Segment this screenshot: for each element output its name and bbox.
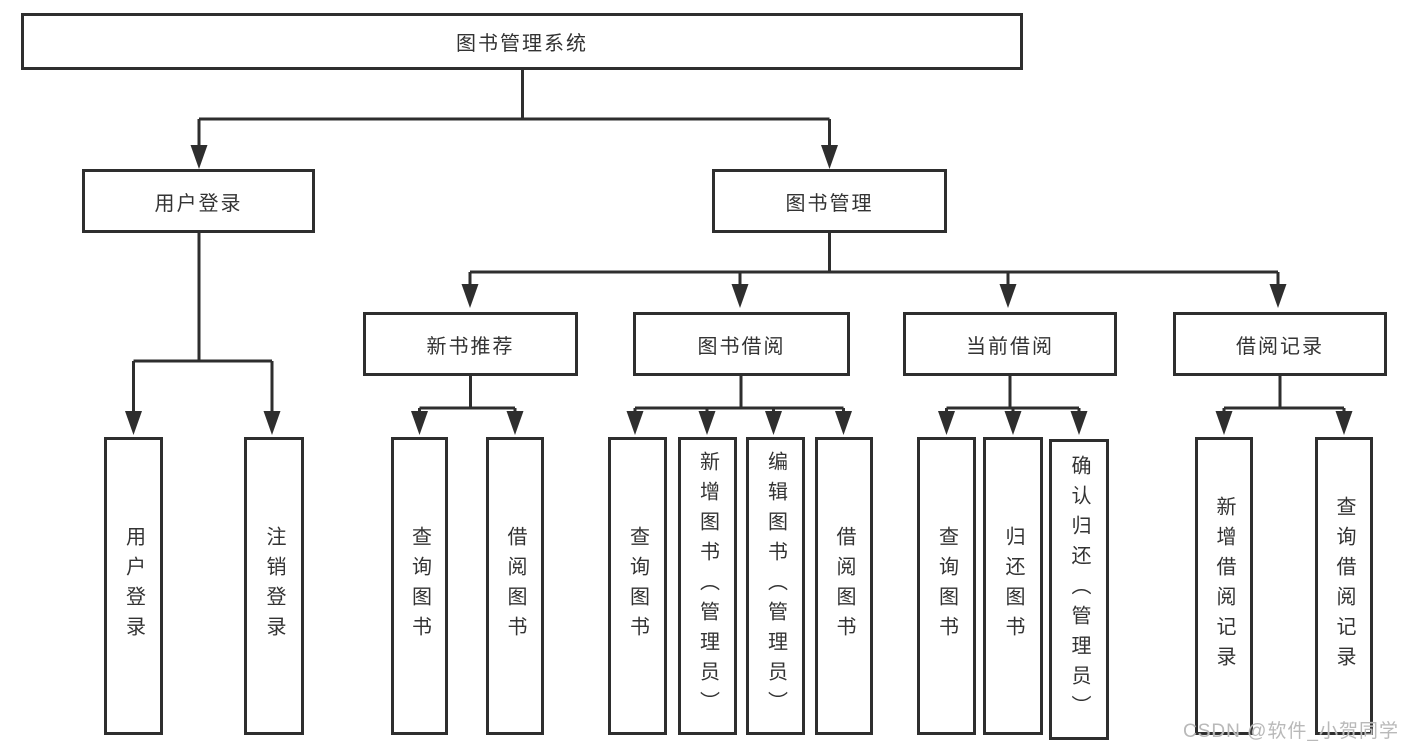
node-login: 用户登录 (104, 437, 163, 735)
node-br-query-record: 查询借阅记录 (1315, 437, 1373, 735)
node-system: 图书管理系统 (21, 13, 1023, 70)
node-bb-add-book: 新增图书（管理员） (678, 437, 737, 735)
node-cb-query-book: 查询图书 (917, 437, 976, 735)
arrowhead-icons (125, 145, 1353, 435)
node-rec-query-book: 查询图书 (391, 437, 448, 735)
node-rec-borrow-book: 借阅图书 (486, 437, 544, 735)
node-cb-query-book-label: 查询图书 (935, 526, 958, 646)
node-book-borrow: 图书借阅 (633, 312, 850, 376)
node-login-label: 用户登录 (122, 526, 145, 646)
node-bb-edit-book: 编辑图书（管理员） (746, 437, 805, 735)
node-bb-query-book-label: 查询图书 (626, 526, 649, 646)
node-bb-add-book-label: 新增图书（管理员） (696, 451, 719, 721)
node-bb-query-book: 查询图书 (608, 437, 667, 735)
node-user-login: 用户登录 (82, 169, 315, 233)
node-rec-borrow-book-label: 借阅图书 (504, 526, 526, 646)
node-new-book-recommend: 新书推荐 (363, 312, 578, 376)
node-rec-query-book-label: 查询图书 (408, 526, 431, 646)
node-cb-return-book-label: 归还图书 (1002, 526, 1024, 646)
node-bb-edit-book-label: 编辑图书（管理员） (764, 451, 787, 721)
node-bb-borrow-book: 借阅图书 (815, 437, 873, 735)
csdn-watermark: CSDN @软件_小贺同学 (1183, 721, 1399, 742)
node-br-query-record-label: 查询借阅记录 (1333, 496, 1355, 676)
node-cb-return-book: 归还图书 (983, 437, 1043, 735)
node-bb-borrow-book-label: 借阅图书 (833, 526, 855, 646)
node-current-borrow: 当前借阅 (903, 312, 1117, 376)
node-borrow-record: 借阅记录 (1173, 312, 1387, 376)
node-cb-confirm-return-label: 确认归还（管理员） (1068, 454, 1090, 725)
node-logout-label: 注销登录 (263, 526, 285, 646)
node-cb-confirm-return: 确认归还（管理员） (1049, 439, 1109, 740)
node-book-management: 图书管理 (712, 169, 947, 233)
node-br-add-record-label: 新增借阅记录 (1213, 496, 1235, 676)
node-br-add-record: 新增借阅记录 (1195, 437, 1253, 735)
node-logout: 注销登录 (244, 437, 304, 735)
